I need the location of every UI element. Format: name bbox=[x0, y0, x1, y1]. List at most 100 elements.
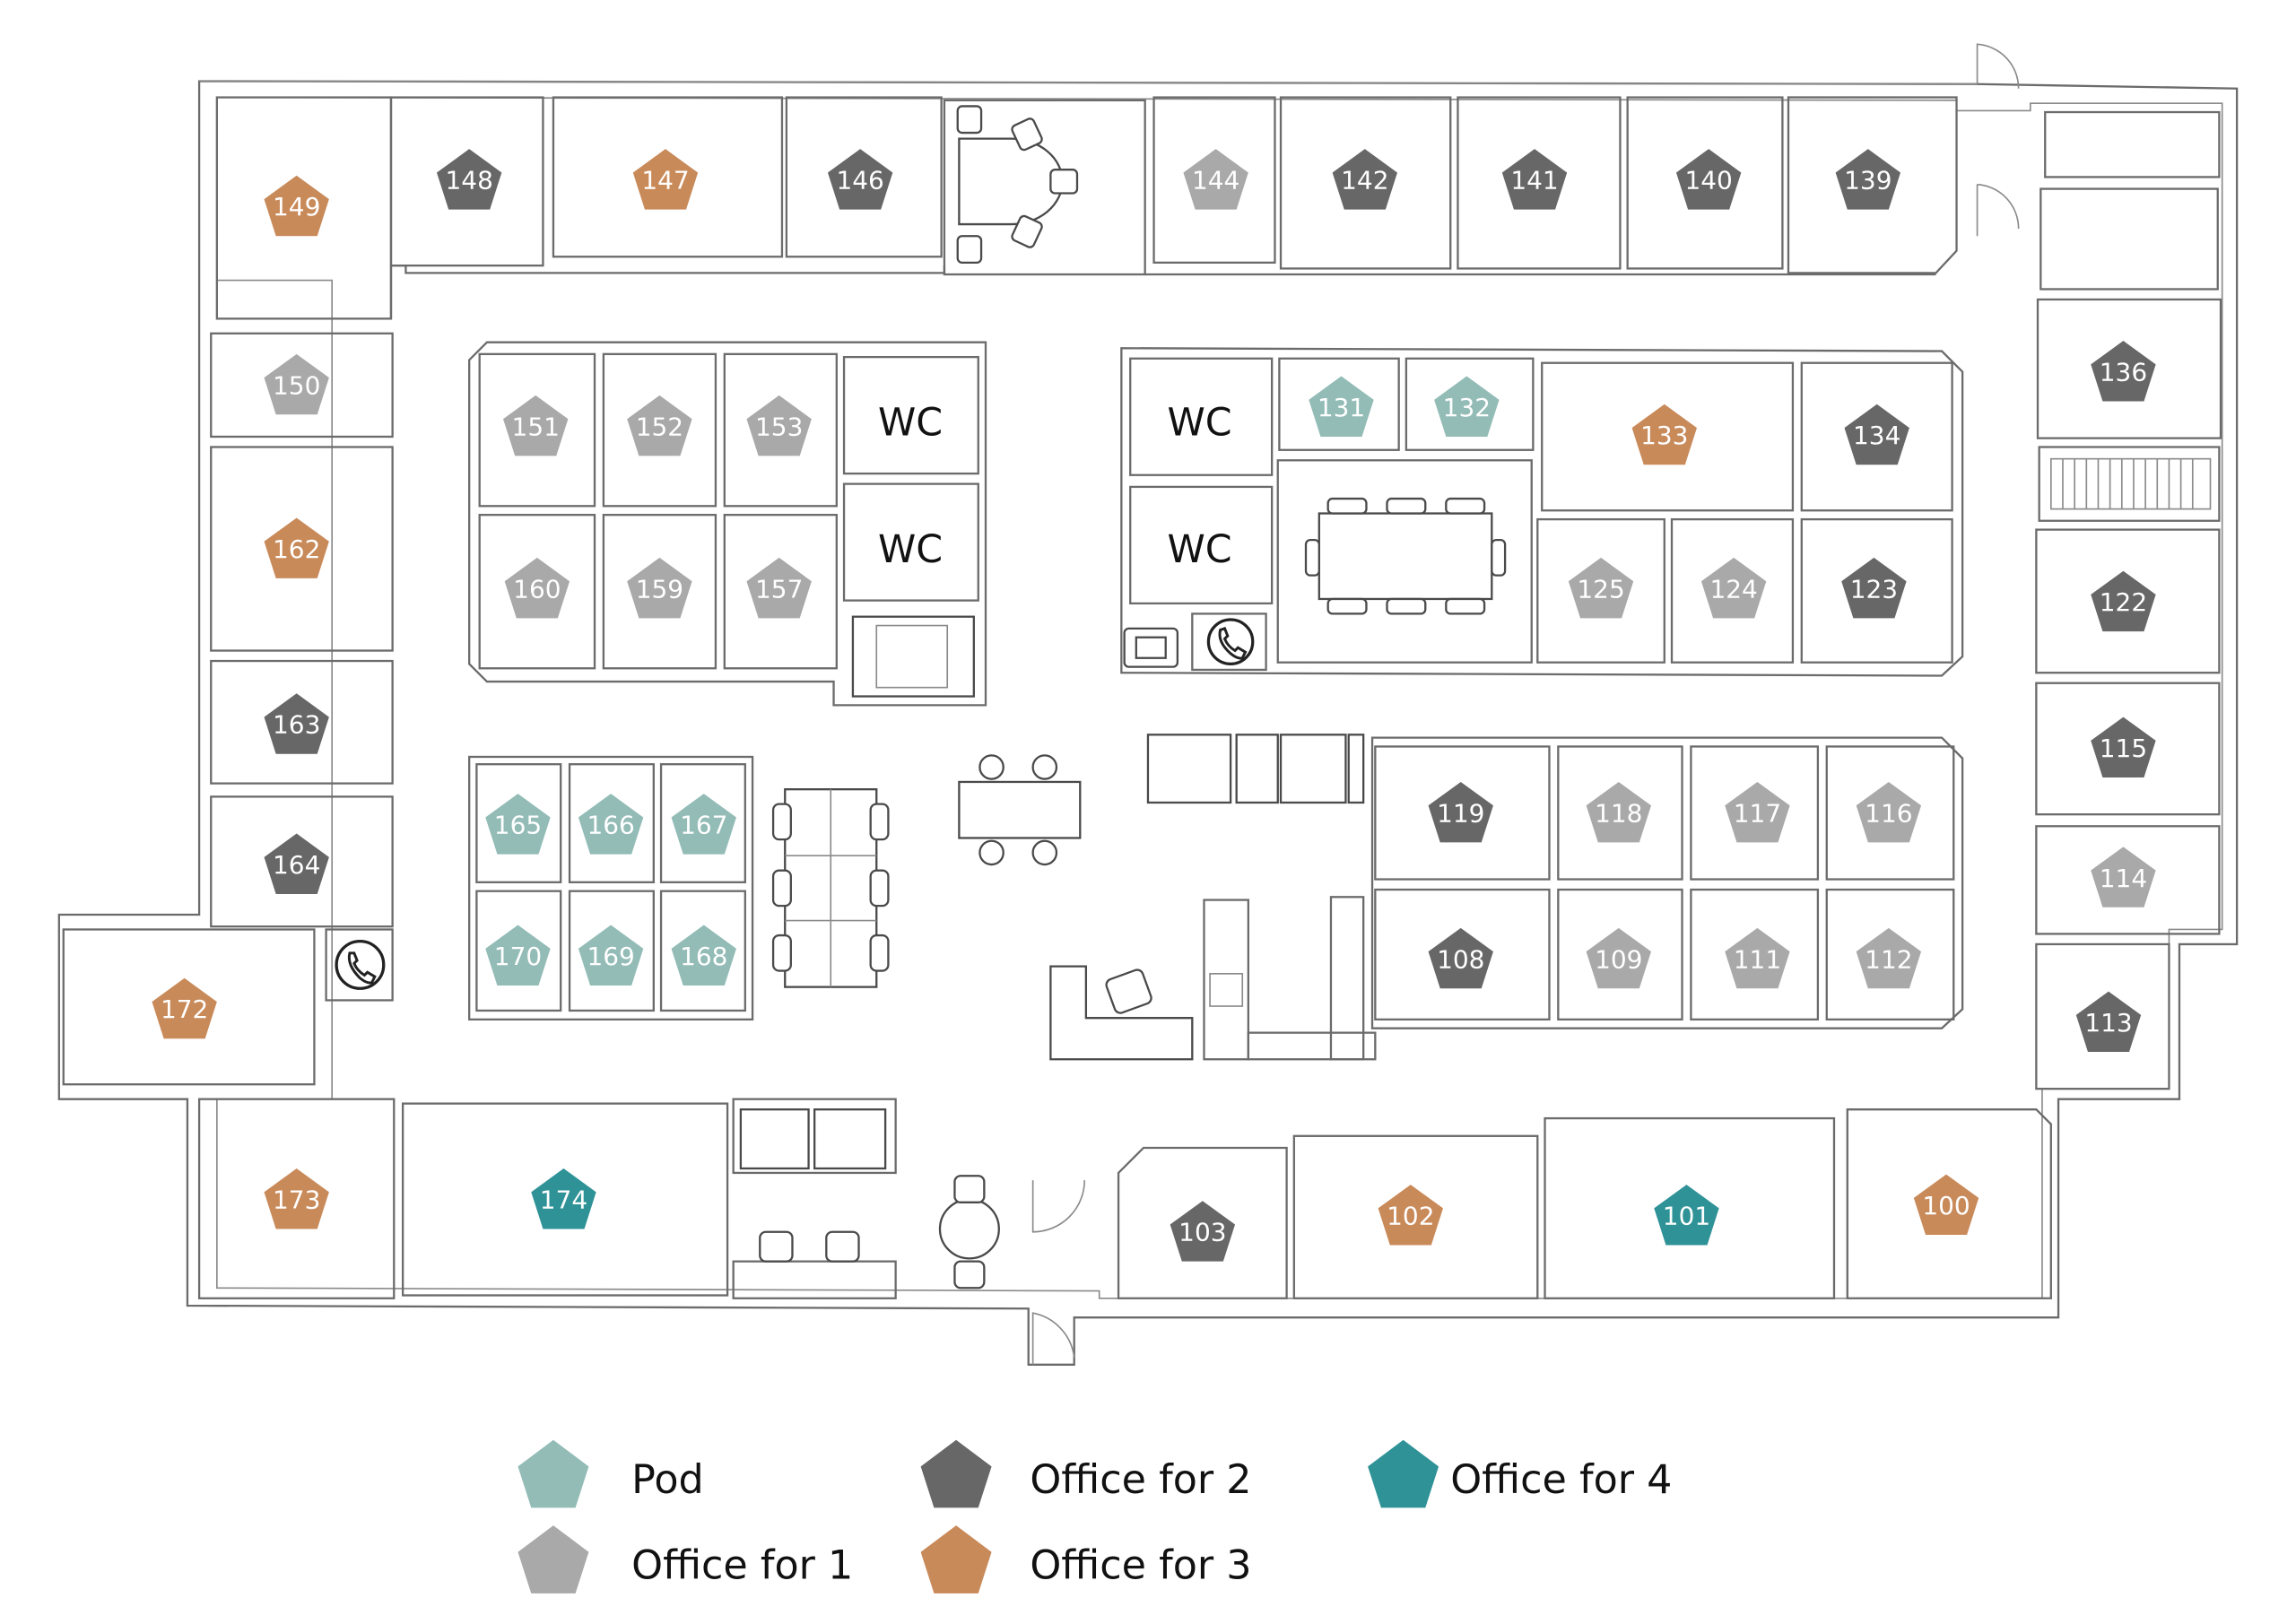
room-number: 144 bbox=[1192, 166, 1239, 195]
outer-walls bbox=[57, 43, 2239, 1366]
right-conference-table bbox=[1304, 497, 1507, 615]
room-number: 153 bbox=[755, 412, 803, 441]
room-number: 103 bbox=[1178, 1218, 1226, 1247]
room-number: 100 bbox=[1922, 1191, 1970, 1220]
room-number: 111 bbox=[1734, 944, 1781, 974]
room-marker[interactable]: 103 bbox=[1170, 1201, 1236, 1262]
room-marker[interactable]: 148 bbox=[436, 149, 502, 210]
room-number: 112 bbox=[1865, 944, 1912, 974]
room-marker[interactable]: 160 bbox=[504, 557, 570, 619]
room-number: 139 bbox=[1844, 166, 1892, 195]
room-marker[interactable]: 111 bbox=[1725, 927, 1790, 989]
room-marker[interactable]: 166 bbox=[578, 794, 644, 855]
room-marker[interactable]: 136 bbox=[2091, 341, 2156, 402]
room-marker[interactable]: 159 bbox=[627, 557, 692, 619]
pentagon-icon bbox=[920, 1525, 992, 1594]
room-marker[interactable]: 116 bbox=[1856, 781, 1922, 843]
room-marker[interactable]: 169 bbox=[578, 925, 644, 986]
room-marker[interactable]: 118 bbox=[1586, 781, 1651, 843]
room-number: 117 bbox=[1734, 798, 1781, 828]
room-marker[interactable]: 170 bbox=[485, 925, 551, 986]
room-marker[interactable]: 157 bbox=[746, 557, 812, 619]
room-marker[interactable]: 108 bbox=[1428, 927, 1493, 989]
room-marker[interactable]: 133 bbox=[1631, 404, 1697, 465]
room-marker[interactable]: 125 bbox=[1568, 557, 1634, 619]
room-marker[interactable]: 144 bbox=[1183, 149, 1248, 210]
room-number: 165 bbox=[494, 811, 542, 840]
room-number: 148 bbox=[445, 166, 492, 195]
room-number: 140 bbox=[1684, 166, 1732, 195]
room-marker[interactable]: 114 bbox=[2091, 847, 2156, 908]
room-marker[interactable]: 150 bbox=[264, 353, 329, 415]
room-number: 172 bbox=[161, 994, 208, 1024]
room-marker[interactable]: 102 bbox=[1378, 1185, 1444, 1246]
room-number: 108 bbox=[1437, 944, 1484, 974]
room-marker[interactable]: 147 bbox=[632, 149, 699, 210]
room-marker[interactable]: 151 bbox=[503, 395, 569, 456]
room-marker[interactable]: 146 bbox=[827, 149, 893, 210]
legend-label: Pod bbox=[631, 1457, 704, 1503]
room-number: 122 bbox=[2100, 587, 2147, 617]
room-number: 167 bbox=[680, 811, 727, 840]
room-number: 162 bbox=[273, 534, 320, 564]
room-number: 151 bbox=[512, 412, 560, 441]
room-marker[interactable]: 172 bbox=[152, 977, 217, 1039]
room-number: 159 bbox=[636, 574, 683, 604]
room-number: 149 bbox=[273, 192, 320, 221]
room-marker[interactable]: 139 bbox=[1835, 149, 1901, 210]
room-marker[interactable]: 163 bbox=[264, 693, 329, 754]
room-marker[interactable]: 124 bbox=[1700, 557, 1767, 619]
room-marker[interactable]: 134 bbox=[1844, 404, 1909, 465]
room-marker[interactable]: 132 bbox=[1434, 376, 1500, 437]
room-marker[interactable]: 140 bbox=[1675, 149, 1742, 210]
phone-booth-right-icon bbox=[1206, 618, 1255, 665]
legend-item-office-3: Office for 3 bbox=[920, 1525, 1252, 1594]
room-marker[interactable]: 123 bbox=[1841, 557, 1907, 619]
room-markers: 149 148 147 146 144 142 141 140 139 150 … bbox=[152, 149, 2156, 1262]
room-number: 157 bbox=[755, 574, 803, 604]
room-marker[interactable]: 173 bbox=[264, 1168, 329, 1229]
room-marker[interactable]: 153 bbox=[746, 395, 812, 456]
legend-label: Office for 4 bbox=[1450, 1457, 1672, 1503]
room-number: 168 bbox=[680, 942, 727, 971]
room-number: 131 bbox=[1318, 393, 1365, 422]
legend-item-office-4: Office for 4 bbox=[1368, 1439, 1672, 1508]
room-number: 116 bbox=[1865, 798, 1912, 828]
legend-label: Office for 3 bbox=[1030, 1542, 1251, 1588]
room-marker[interactable]: 152 bbox=[627, 395, 692, 456]
wc-label: WC bbox=[1167, 400, 1231, 445]
room-marker[interactable]: 113 bbox=[2075, 991, 2142, 1053]
pods-block bbox=[468, 755, 754, 1020]
pentagon-icon bbox=[517, 1525, 589, 1594]
room-marker[interactable]: 101 bbox=[1654, 1185, 1719, 1246]
wc-label: WC bbox=[878, 400, 943, 445]
room-marker[interactable]: 119 bbox=[1428, 781, 1493, 843]
room-marker[interactable]: 174 bbox=[531, 1168, 596, 1229]
pentagon-icon bbox=[1368, 1439, 1439, 1508]
room-marker[interactable]: 165 bbox=[485, 794, 551, 855]
room-marker[interactable]: 115 bbox=[2091, 716, 2156, 778]
room-marker[interactable]: 117 bbox=[1725, 781, 1790, 843]
legend-item-office-2: Office for 2 bbox=[920, 1439, 1252, 1508]
top-row-rooms bbox=[215, 96, 2221, 320]
room-marker[interactable]: 112 bbox=[1856, 927, 1922, 989]
room-marker[interactable]: 141 bbox=[1501, 149, 1568, 210]
printer-icon bbox=[1123, 627, 1179, 668]
room-number: 152 bbox=[636, 412, 683, 441]
room-marker[interactable]: 149 bbox=[264, 175, 329, 237]
room-marker[interactable]: 131 bbox=[1309, 376, 1374, 437]
room-marker[interactable]: 162 bbox=[264, 517, 329, 578]
right-bottom-block bbox=[1370, 736, 1964, 1029]
legend-item-office-1: Office for 1 bbox=[517, 1525, 853, 1594]
room-marker[interactable]: 100 bbox=[1913, 1174, 1979, 1236]
room-marker[interactable]: 168 bbox=[671, 925, 736, 986]
room-marker[interactable]: 109 bbox=[1586, 927, 1651, 989]
left-column-rooms bbox=[62, 332, 897, 1299]
room-marker[interactable]: 167 bbox=[671, 794, 736, 855]
room-marker[interactable]: 142 bbox=[1332, 149, 1398, 210]
room-marker[interactable]: 122 bbox=[2091, 570, 2156, 632]
room-number: 123 bbox=[1850, 574, 1898, 604]
pentagon-icon bbox=[517, 1439, 589, 1508]
room-marker[interactable]: 164 bbox=[264, 833, 329, 894]
